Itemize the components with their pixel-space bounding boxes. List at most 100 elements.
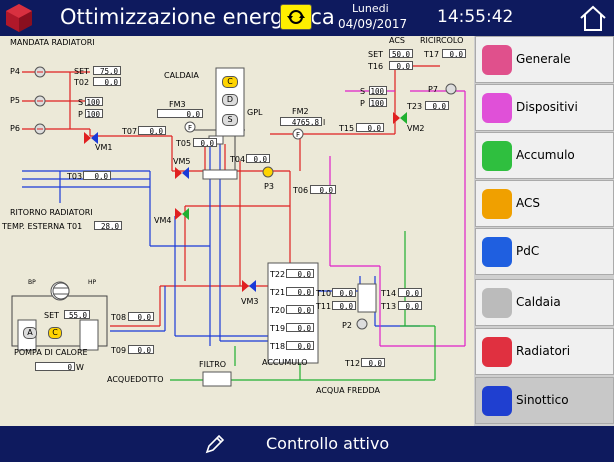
valve-vm3-icon[interactable] (242, 280, 256, 292)
t20-value: 0.0 (286, 305, 314, 315)
caldaia-label: CALDAIA (164, 71, 199, 80)
home-icon[interactable] (578, 3, 608, 33)
logo-icon (6, 4, 32, 32)
acs-set-value[interactable]: 50.0 (389, 49, 413, 59)
t07-value: 0.0 (138, 126, 166, 136)
control-status: Controllo attivo (266, 434, 390, 453)
t02-label: T02 (74, 78, 90, 87)
t09-value: 0.0 (128, 345, 154, 355)
sidebar-item-acs[interactable]: ACS (475, 180, 614, 227)
valve-icon (482, 93, 512, 123)
sidebar-item-dispositivi[interactable]: Dispositivi (475, 84, 614, 131)
sidebar-item-label: ACS (516, 196, 540, 210)
valve-vm4-label: VM4 (154, 216, 172, 225)
pdc-c-indicator: C (48, 327, 62, 339)
t12-value: 0.0 (361, 358, 385, 368)
valve-vm4-icon[interactable] (175, 208, 189, 220)
fm3-label: FM3 (169, 100, 186, 109)
gear-icon (482, 45, 512, 75)
boiler-s-indicator: S (222, 114, 238, 126)
clock: 14:55:42 (437, 7, 514, 27)
t22-value: 0.0 (286, 269, 314, 279)
acs-p-value: 100 (369, 98, 387, 108)
t11-value: 0.0 (332, 301, 356, 311)
acs-set-label: SET (368, 50, 384, 59)
t12-label: T12 (345, 359, 361, 368)
pump-p3-icon[interactable] (262, 166, 274, 178)
t13-value: 0.0 (398, 301, 422, 311)
pump-p5-label: P5 (10, 96, 20, 105)
t13-label: T13 (381, 302, 397, 311)
pump-p4-icon[interactable] (34, 66, 46, 78)
valve-vm2-icon[interactable] (393, 112, 407, 124)
t19-value: 0.0 (286, 323, 314, 333)
valve-vm2-label: VM2 (407, 124, 425, 133)
pump-p7-icon[interactable] (445, 83, 457, 95)
synoptic-icon (482, 386, 512, 416)
pump-p7-label: P7 (428, 85, 438, 94)
sidebar-item-label: Accumulo (516, 148, 575, 162)
rad-set-value[interactable]: 75.0 (93, 66, 121, 76)
boiler-c-indicator: C (222, 76, 238, 88)
pump-p6-icon[interactable] (34, 123, 46, 135)
t15-value: 0.0 (356, 123, 384, 133)
valve-vm5-icon[interactable] (175, 167, 189, 179)
boiler-d-indicator: D (222, 94, 238, 106)
t03-value: 0.0 (83, 171, 111, 181)
fm2-label: FM2 (292, 107, 309, 116)
gpl-label: GPL (247, 108, 263, 117)
accumulo-label: ACCUMULO (262, 358, 308, 367)
tap-icon (482, 189, 512, 219)
boiler-icon (482, 288, 512, 318)
bp-label: BP (28, 279, 36, 286)
rad-set-label: SET (74, 67, 90, 76)
acs-p-label: P (360, 99, 365, 108)
compressor-icon (52, 282, 70, 300)
pdc-set-value[interactable]: 55.0 (64, 310, 90, 320)
t18-value: 0.0 (286, 341, 314, 351)
ricircolo-label: RICIRCOLO (420, 36, 464, 45)
t23-label: T23 (407, 102, 423, 111)
acqua-fredda-label: ACQUA FREDDA (316, 386, 380, 395)
t04-value: 0.0 (246, 154, 270, 164)
sidebar-item-pdc[interactable]: PdC (475, 228, 614, 275)
valve-vm1-icon[interactable] (84, 132, 98, 144)
sidebar-item-caldaia[interactable]: Caldaia (475, 279, 614, 326)
hp-label: HP (88, 279, 97, 286)
refresh-icon (287, 10, 305, 24)
ritorno-radiatori-label: RITORNO RADIATORI (10, 208, 93, 217)
sidebar: Generale Dispositivi Accumulo ACS PdC Ca… (474, 36, 614, 426)
sidebar-item-sinottico[interactable]: Sinottico (475, 377, 614, 424)
t21-value: 0.0 (286, 287, 314, 297)
svg-text:F: F (296, 131, 300, 139)
sidebar-item-label: Radiatori (516, 344, 571, 358)
t14-label: T14 (381, 289, 397, 298)
tank-icon (482, 141, 512, 171)
t17-value: 0.0 (442, 49, 466, 59)
t19-label: T19 (270, 324, 286, 333)
mandata-radiatori-label: MANDATA RADIATORI (10, 38, 95, 47)
valve-vm1-label: VM1 (95, 143, 113, 152)
pencil-icon[interactable] (203, 432, 227, 456)
pdc-set-label: SET (44, 311, 60, 320)
temp-esterna-label: TEMP. ESTERNA T01 (2, 222, 83, 231)
t10-value: 0.0 (332, 288, 356, 298)
t18-label: T18 (270, 342, 286, 351)
cycle-button[interactable] (280, 4, 312, 30)
sidebar-item-radiatori[interactable]: Radiatori (475, 328, 614, 375)
t11-label: T11 (316, 302, 332, 311)
t04-label: T04 (230, 155, 246, 164)
heat-pump-icon (482, 237, 512, 267)
day-label: Lunedi (352, 2, 389, 15)
pump-p2-icon[interactable] (356, 318, 368, 330)
acquedotto-label: ACQUEDOTTO (107, 375, 164, 384)
acs-s-value: 100 (369, 86, 387, 96)
pump-p5-icon[interactable] (34, 95, 46, 107)
sidebar-item-generale[interactable]: Generale (475, 36, 614, 83)
acs-label: ACS (389, 36, 405, 45)
p-label: P (78, 110, 83, 119)
t09-label: T09 (111, 346, 127, 355)
s-value: 100 (85, 97, 103, 107)
sidebar-item-label: Caldaia (516, 295, 561, 309)
sidebar-item-accumulo[interactable]: Accumulo (475, 132, 614, 179)
